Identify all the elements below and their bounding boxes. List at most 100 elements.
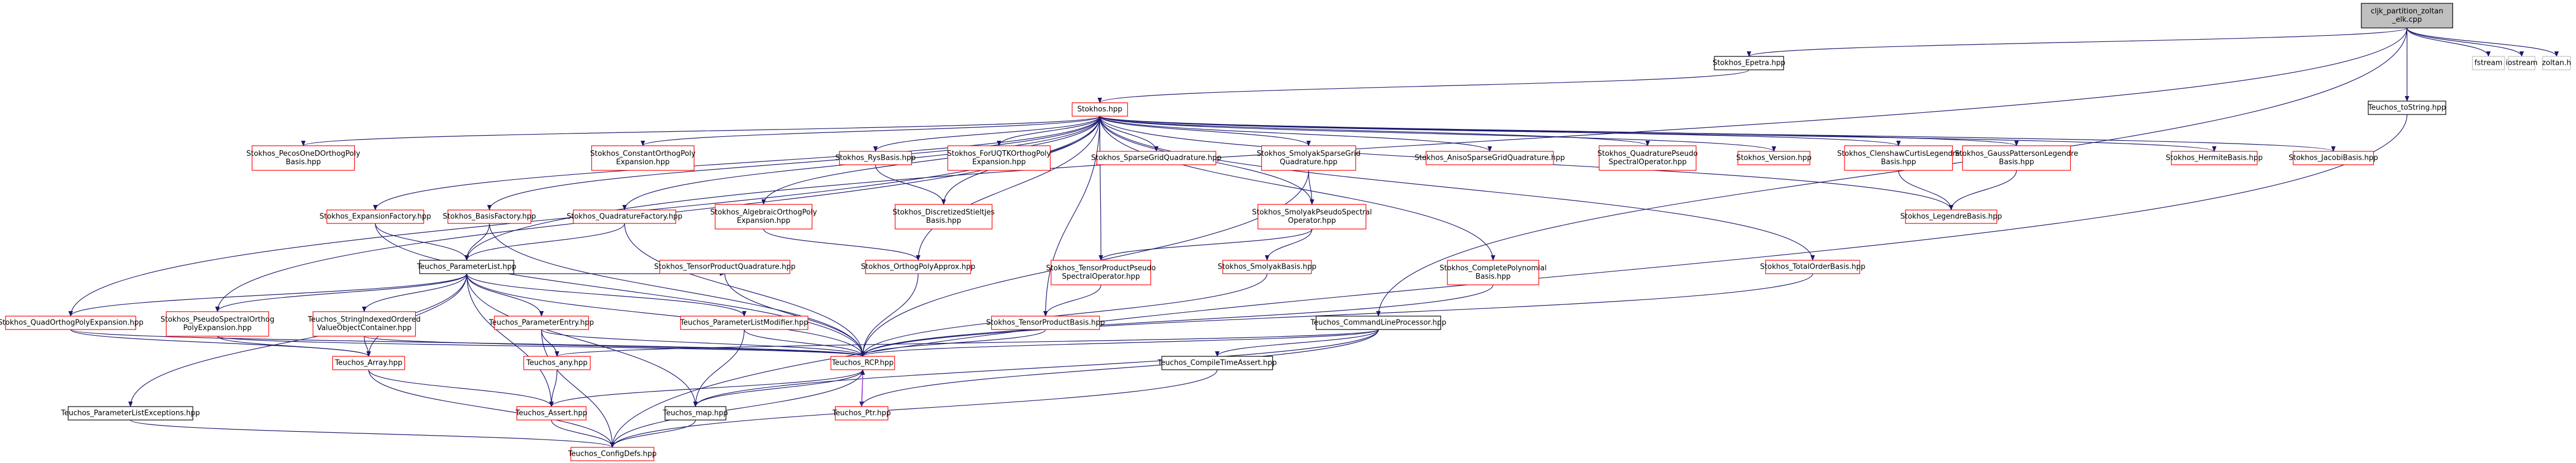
edge-stokhos-to-tensorpseudo [1099,116,1104,261]
node-tensorquad[interactable]: Stokhos_TensorProductQuadrature.hpp [654,260,796,274]
node-root[interactable]: cljk_partition_zoltan_elk.cpp [2361,3,2453,28]
node-tensorpseudo[interactable]: Stokhos_TensorProductPseudoSpectralOpera… [1046,260,1156,285]
node-box [659,260,791,274]
node-version[interactable]: Stokhos_Version.hpp [1736,151,1812,165]
node-quadfactory[interactable]: Stokhos_QuadratureFactory.hpp [567,209,682,224]
node-label: Basis.hpp [1881,158,1916,166]
node-smolyakbasis[interactable]: Stokhos_SmolyakBasis.hpp [1218,260,1316,274]
node-paramlist[interactable]: Teuchos_ParameterList.hpp [416,260,516,274]
edge-root-to-cmdline [1376,27,2408,317]
edge-gausspatt-to-legendre [1948,170,2017,211]
edge-pseudospectral-to-rcp [217,336,865,357]
node-tensorbasis[interactable]: Stokhos_TensorProductBasis.hpp [986,316,1105,330]
edge-rys-to-discretized [875,164,946,205]
node-box [1051,260,1152,285]
node-stringindexed[interactable]: Teuchos_StringIndexedOrderedValueObjectC… [307,311,421,337]
node-label: Stokhos_TensorProductPseudo [1046,264,1156,273]
node-box [947,145,1051,171]
node-array[interactable]: Teuchos_Array.hpp [332,356,405,370]
edge-paramlist-to-map [466,273,698,407]
node-compiletime[interactable]: Teuchos_CompileTimeAssert.hpp [1157,356,1277,370]
node-box [830,356,895,370]
node-label: Teuchos_Assert.hpp [515,409,587,418]
edge-stringindexed-to-array [364,336,371,357]
node-paramlistmod[interactable]: Teuchos_ParameterListModifier.hpp [679,316,808,330]
node-pseudospectral[interactable]: Stokhos_PseudoSpectralOrthogPolyExpansio… [160,311,274,337]
node-paramentry[interactable]: Teuchos_ParameterEntry.hpp [488,316,594,330]
node-expfactory[interactable]: Stokhos_ExpansionFactory.hpp [320,209,431,224]
node-epetra[interactable]: Stokhos_Epetra.hpp [1713,56,1785,70]
node-label: Stokhos_SmolyakBasis.hpp [1218,263,1316,271]
node-quadorthog[interactable]: Stokhos_QuadOrthogPolyExpansion.hpp [0,316,144,330]
node-label: Quadrature.hpp [1280,158,1337,166]
node-cmdline[interactable]: Teuchos_CommandLineProcessor.hpp [1310,316,1446,330]
node-paramlistexc[interactable]: Teuchos_ParameterListExceptions.hpp [60,406,200,421]
node-box [664,406,726,421]
edge-paramlist-to-array [366,273,467,357]
node-label: Operator.hpp [1288,217,1336,225]
node-totalorder[interactable]: Stokhos_TotalOrderBasis.hpp [1760,260,1866,274]
node-smolyakpseudo[interactable]: Stokhos_SmolyakPseudoSpectralOperator.hp… [1252,204,1372,230]
node-stokhos[interactable]: Stokhos.hpp [1072,102,1128,117]
edge-stokhos-to-orthogapprox [916,116,1100,261]
node-label: Stokhos_Epetra.hpp [1713,59,1785,68]
node-jacobi[interactable]: Stokhos_JacobiBasis.hpp [2289,151,2378,165]
node-box [1261,145,1356,171]
node-sparsegridquad[interactable]: Stokhos_SparseGridQuadrature.hpp [1091,151,1222,165]
node-assert[interactable]: Teuchos_Assert.hpp [515,406,587,421]
node-basisfactory[interactable]: Stokhos_BasisFactory.hpp [443,209,536,224]
node-label: Teuchos_Ptr.hpp [832,409,891,418]
node-label: Stokhos.hpp [1077,106,1123,114]
edge-stokhos-to-anisosparse [1099,116,1492,152]
node-tostring[interactable]: Teuchos_toString.hpp [2368,101,2446,115]
node-legendre[interactable]: Stokhos_LegendreBasis.hpp [1900,209,2002,224]
edge-paramlist-to-paramlistmod [466,273,747,317]
node-any[interactable]: Teuchos_any.hpp [523,356,591,370]
node-label: Stokhos_QuadraturePseudo [1598,150,1698,158]
node-rys[interactable]: Stokhos_RysBasis.hpp [835,151,916,165]
node-label: Teuchos_CommandLineProcessor.hpp [1310,319,1446,327]
node-quadpseudo[interactable]: Stokhos_QuadraturePseudoSpectralOperator… [1598,145,1698,171]
node-zoltan[interactable]: zoltan.h [2542,56,2571,70]
edge-stringindexed-to-rcp [364,336,865,357]
node-iostream[interactable]: iostream [2506,56,2537,70]
edge-quadfactory-to-rcp [624,223,865,357]
edge-stokhos-to-pecos [301,116,1100,146]
edge-stokhos-to-smolyaksparse [1099,116,1311,146]
node-label: zoltan.h [2542,59,2571,68]
edge-stokhos-to-version [1099,116,1776,152]
node-hermite[interactable]: Stokhos_HermiteBasis.hpp [2166,151,2263,165]
node-box [1905,209,1998,224]
node-label: Stokhos_ConstantOrthogPoly [590,150,696,158]
node-box [2171,151,2258,165]
edge-basisfactory-to-paramlist [464,223,490,261]
edge-root-to-iostream [2406,27,2524,57]
node-label: Expansion.hpp [972,158,1026,166]
node-ptr[interactable]: Teuchos_Ptr.hpp [832,406,891,421]
node-box [715,204,812,230]
edge-epetra-to-stokhos [1097,69,1750,103]
node-orthogapprox[interactable]: Stokhos_OrthogPolyApprox.hpp [861,260,976,274]
node-anisosparse[interactable]: Stokhos_AnisoSparseGridQuadrature.hpp [1415,151,1565,165]
node-label: fstream [2474,59,2502,68]
edge-quadfactory-to-paramlist [464,223,625,261]
edge-rcp-to-map [693,369,863,407]
node-box [1714,56,1784,70]
node-configdefs[interactable]: Teuchos_ConfigDefs.hpp [568,447,657,461]
edge-paramentry-to-configdefs [541,329,615,448]
node-rcp[interactable]: Teuchos_RCP.hpp [830,356,895,370]
node-box [1161,356,1273,370]
node-map[interactable]: Teuchos_map.hpp [662,406,728,421]
node-box [312,311,416,337]
node-fstream[interactable]: fstream [2472,56,2505,70]
edge-array-to-assert [368,369,554,407]
